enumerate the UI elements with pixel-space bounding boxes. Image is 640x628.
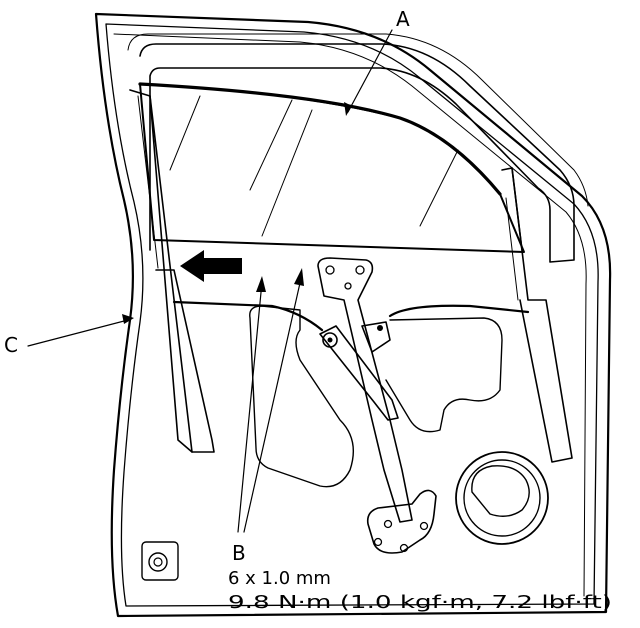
torque-spec: 9.8 N·m (1.0 kgf·m, 7.2 lbf·ft)	[228, 592, 612, 613]
callout-b-label: B	[232, 541, 246, 565]
window-regulator	[317, 257, 437, 554]
speaker-opening	[455, 451, 549, 545]
door-outer-panel	[94, 12, 612, 618]
regulator-cable	[172, 300, 530, 332]
leader-lines	[27, 29, 393, 533]
hinge-bolt	[141, 541, 179, 581]
front-glass-run-channel	[129, 89, 215, 453]
removal-direction-arrow	[180, 250, 242, 282]
rear-glass-run-channel	[501, 167, 573, 463]
bolt-size-spec: 6 x 1.0 mm	[228, 568, 331, 589]
inner-panel-opening	[249, 305, 503, 488]
callout-c-label: C	[4, 333, 18, 357]
window-sash-frame	[127, 33, 589, 263]
callout-a-label: A	[396, 7, 410, 31]
window-glass	[138, 82, 525, 253]
